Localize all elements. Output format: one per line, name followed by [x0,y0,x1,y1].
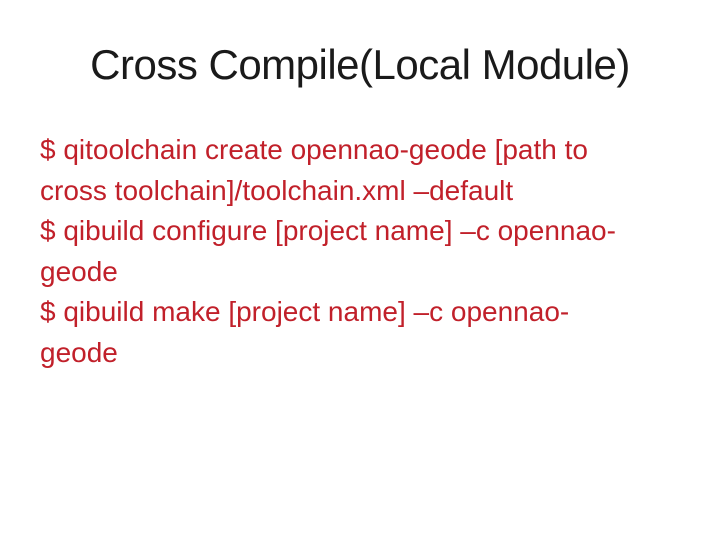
body-line: geode [40,336,118,368]
body-line: cross toolchain]/toolchain.xml –default [40,174,514,206]
body-line: $ qibuild configure [project name] –c op… [40,215,616,246]
slide-title: Cross Compile(Local Module) [90,41,630,88]
slide-body: $ qitoolchain create opennao-geode [path… [40,130,616,373]
body-line: $ qibuild make [project name] –c opennao… [40,296,570,327]
body-line: geode [40,255,118,287]
body-line: $ qitoolchain create opennao-geode [path… [40,134,588,165]
